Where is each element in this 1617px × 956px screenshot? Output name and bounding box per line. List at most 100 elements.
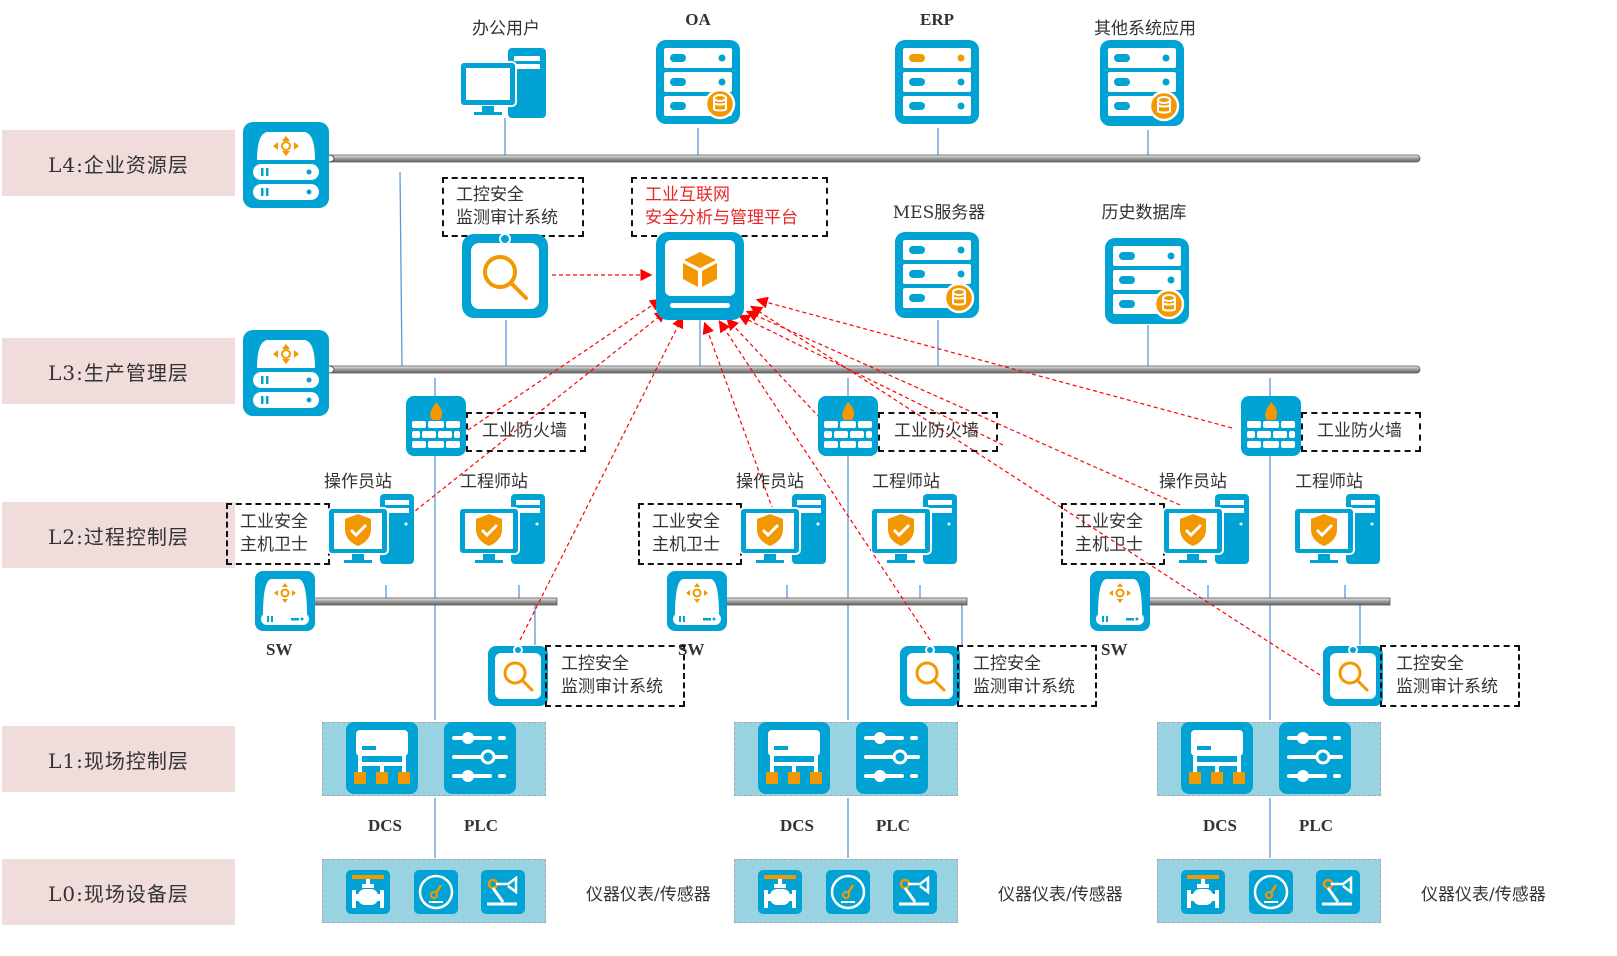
zone-audit-magnifier-icon[interactable]	[900, 642, 962, 706]
engineer-station-pc-icon[interactable]	[459, 494, 547, 566]
other-apps-server-icon[interactable]	[1100, 40, 1186, 128]
callout-line: 工控安全	[973, 654, 1041, 674]
firewall-label: 工业防火墙	[894, 421, 979, 441]
layer-label-l1: L1:现场控制层	[2, 726, 235, 792]
oa-label: OA	[685, 10, 711, 29]
l3-core-router-icon[interactable]	[243, 330, 331, 416]
dcs-label: DCS	[368, 816, 403, 835]
dcs-label: DCS	[1203, 816, 1238, 835]
layer-label-l4: L4:企业资源层	[2, 130, 235, 196]
sensor-arm-icon[interactable]	[893, 870, 937, 914]
operator-station-label: 操作员站	[736, 472, 804, 492]
callout-line: 安全分析与管理平台	[645, 208, 798, 228]
operator-station-label: 操作员站	[324, 472, 392, 492]
callout-line: 主机卫士	[1075, 535, 1143, 555]
security-platform-callout: 工业互联网 安全分析与管理平台	[631, 177, 828, 237]
plc-icon[interactable]	[444, 722, 518, 794]
valve-icon[interactable]	[1181, 870, 1225, 914]
host-guard-callout: 工业安全 主机卫士	[638, 503, 742, 565]
security-platform-icon[interactable]	[656, 232, 746, 320]
engineer-station-pc-icon[interactable]	[1294, 494, 1382, 566]
history-db-label: 历史数据库	[1101, 203, 1187, 223]
history-db-server-icon[interactable]	[1104, 238, 1192, 326]
switch-label: SW	[1101, 640, 1128, 659]
zone2-network-bus	[721, 597, 968, 606]
l3-audit-system-callout: 工控安全 监测审计系统	[442, 177, 584, 237]
switch-icon[interactable]	[667, 571, 729, 633]
operator-station-pc-icon[interactable]	[1163, 494, 1251, 566]
host-guard-callout: 工业安全 主机卫士	[1061, 503, 1165, 565]
other-apps-label: 其他系统应用	[1094, 19, 1196, 39]
industrial-firewall-icon[interactable]	[406, 396, 468, 458]
dcs-label: DCS	[780, 816, 815, 835]
engineer-station-label: 工程师站	[460, 472, 528, 492]
switch-icon[interactable]	[255, 571, 317, 633]
layer-label-l0: L0:现场设备层	[2, 859, 235, 925]
plc-label: PLC	[876, 816, 910, 835]
office-pc-icon[interactable]	[458, 48, 548, 120]
firewall-callout: 工业防火墙	[466, 412, 586, 452]
callout-line: 工控安全	[561, 654, 629, 674]
switch-icon[interactable]	[1090, 571, 1152, 633]
dcs-icon[interactable]	[1181, 722, 1255, 794]
callout-line: 工业互联网	[645, 185, 730, 205]
host-guard-callout: 工业安全 主机卫士	[226, 503, 330, 565]
dcs-icon[interactable]	[346, 722, 420, 794]
firewall-callout: 工业防火墙	[1301, 412, 1421, 452]
plc-icon[interactable]	[856, 722, 930, 794]
zone-audit-magnifier-icon[interactable]	[1323, 642, 1385, 706]
sensor-arm-icon[interactable]	[481, 870, 525, 914]
valve-icon[interactable]	[758, 870, 802, 914]
industrial-firewall-icon[interactable]	[818, 396, 880, 458]
switch-label: SW	[678, 640, 705, 659]
callout-line: 工业安全	[1075, 512, 1143, 532]
dcs-icon[interactable]	[758, 722, 832, 794]
operator-station-pc-icon[interactable]	[328, 494, 416, 566]
erp-label: ERP	[920, 10, 954, 29]
engineer-station-label: 工程师站	[1295, 472, 1363, 492]
callout-line: 监测审计系统	[561, 677, 663, 697]
valve-icon[interactable]	[346, 870, 390, 914]
instruments-sensors-label: 仪器仪表/传感器	[586, 885, 711, 905]
layer-label-l3: L3:生产管理层	[2, 338, 235, 404]
instruments-sensors-label: 仪器仪表/传感器	[998, 885, 1123, 905]
plc-label: PLC	[1299, 816, 1333, 835]
callout-line: 工控安全	[1396, 654, 1464, 674]
l3-audit-magnifier-icon[interactable]	[462, 230, 550, 318]
plc-label: PLC	[464, 816, 498, 835]
firewall-label: 工业防火墙	[482, 421, 567, 441]
zone-audit-callout: 工控安全 监测审计系统	[957, 645, 1097, 707]
callout-line: 监测审计系统	[973, 677, 1075, 697]
callout-line: 工业安全	[240, 512, 308, 532]
engineer-station-pc-icon[interactable]	[871, 494, 959, 566]
engineer-station-label: 工程师站	[872, 472, 940, 492]
gauge-icon[interactable]	[414, 870, 458, 914]
l4-network-bus	[324, 154, 1421, 163]
zone1-network-bus	[311, 597, 558, 606]
mes-server-label: MES服务器	[892, 203, 986, 223]
firewall-callout: 工业防火墙	[878, 412, 998, 452]
zone-audit-callout: 工控安全 监测审计系统	[545, 645, 685, 707]
callout-line: 监测审计系统	[456, 208, 558, 228]
zone3-network-bus	[1144, 597, 1391, 606]
industrial-firewall-icon[interactable]	[1241, 396, 1303, 458]
callout-line: 工控安全	[456, 185, 524, 205]
sensor-arm-icon[interactable]	[1316, 870, 1360, 914]
plc-icon[interactable]	[1279, 722, 1353, 794]
erp-server-icon[interactable]	[895, 40, 981, 126]
zone-audit-callout: 工控安全 监测审计系统	[1380, 645, 1520, 707]
callout-line: 工业安全	[652, 512, 720, 532]
l4-core-router-icon[interactable]	[243, 122, 331, 208]
mes-server-icon[interactable]	[894, 232, 982, 320]
office-users-label: 办公用户	[472, 19, 540, 39]
operator-station-pc-icon[interactable]	[740, 494, 828, 566]
layer-label-l2: L2:过程控制层	[2, 502, 235, 568]
firewall-label: 工业防火墙	[1317, 421, 1402, 441]
l3-network-bus	[324, 365, 1421, 374]
oa-server-icon[interactable]	[656, 40, 742, 126]
callout-line: 主机卫士	[652, 535, 720, 555]
gauge-icon[interactable]	[826, 870, 870, 914]
zone-audit-magnifier-icon[interactable]	[488, 642, 550, 706]
switch-label: SW	[266, 640, 293, 659]
gauge-icon[interactable]	[1249, 870, 1293, 914]
